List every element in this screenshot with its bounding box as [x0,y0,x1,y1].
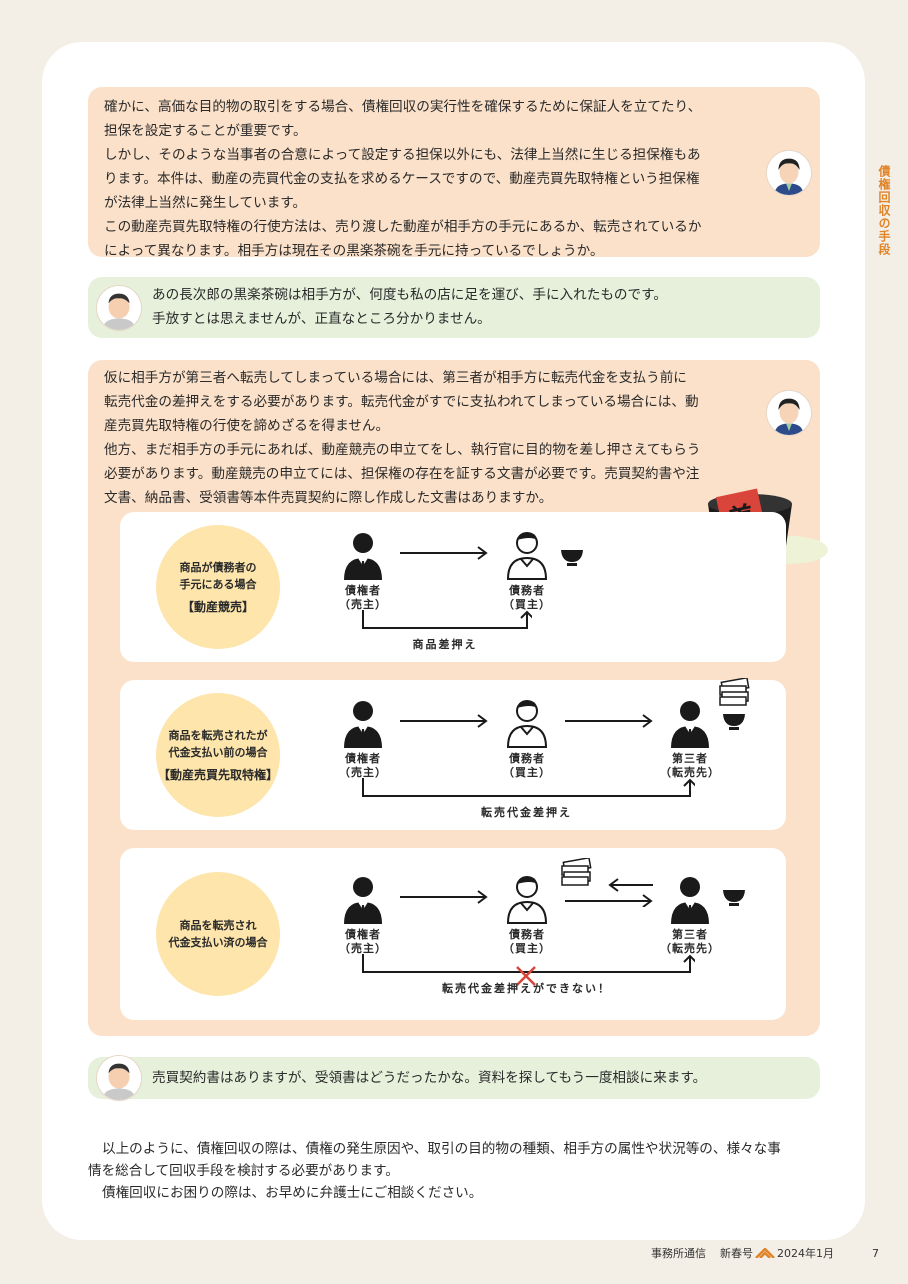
client-speech-bubble-1: あの長次郎の黒楽茶碗は相手方が、何度も私の店に足を運び、手に入れたものです。 手… [88,277,820,338]
bubble-line: 他方、まだ相手方の手元にあれば、動産競売の申立てをし、執行官に目的物を差し押さえ… [104,442,701,458]
creditor-person-icon [341,874,385,924]
bubble-line: 確かに、高価な目的物の取引をする場合、債権回収の実行性を確保するために保証人を立… [104,99,702,115]
label-line: （転売先） [660,942,720,955]
client-speech-bubble-2: 売買契約書はありますが、受領書はどうだったかな。資料を探してもう一度相談に来ます… [88,1057,820,1099]
case-line: 代金支払い済の場合 [168,936,268,949]
lawyer-avatar-icon [766,150,812,196]
tea-bowl-icon [722,888,746,906]
creditor-person-icon [341,530,385,580]
creditor-label: 債権者（売主） [328,752,398,780]
label-line: 第三者 [672,752,708,765]
third-party-person-icon [668,874,712,924]
seizure-label: 商品差押え [412,638,478,651]
footer-issue: 新春号 [720,1247,753,1260]
bubble-line: が法律上当然に発生しています。 [104,195,307,211]
label-line: （買主） [503,766,551,779]
conclusion-line: 債権回収にお困りの際は、お早めに弁護士にご相談ください。 [102,1185,483,1201]
arrow-right-icon [565,714,653,728]
footer: 事務所通信 新春号 2024年1月 7 [651,1245,879,1261]
label-line: （買主） [503,942,551,955]
label-line: （売主） [339,766,387,779]
third-party-label: 第三者（転売先） [655,752,725,780]
bubble-line: 担保を設定することが重要です。 [104,123,307,139]
footer-date: 2024年1月 [777,1247,834,1260]
creditor-label: 債権者（売主） [328,584,398,612]
conclusion-line: 情を総合して回収手段を検討する必要があります。 [88,1163,399,1179]
label-line: （売主） [339,942,387,955]
label-line: 第三者 [672,928,708,941]
seizure-bracket-arrow [362,778,695,797]
arrow-right-icon [400,890,488,904]
third-party-person-icon [668,698,712,748]
arrow-right-icon [400,546,488,560]
bubble-line: 文書、納品書、受領書等本件売買契約に際し作成した文書はありますか。 [104,490,553,506]
seizure-bracket-arrow [362,610,532,629]
conclusion-text: 以上のように、債権回収の際は、債権の発生原因や、取引の目的物の種類、相手方の属性… [88,1138,828,1204]
debtor-person-icon [505,530,549,580]
case-line: 商品を転売され [179,919,257,932]
page-number: 7 [872,1246,879,1260]
label-line: 債務者 [509,752,545,765]
third-party-label: 第三者（転売先） [655,928,725,956]
bubble-line: ります。本件は、動産の売買代金の支払を求めるケースですので、動産売買先取特権とい… [104,171,700,187]
bubble-line: この動産売買先取特権の行使方法は、売り渡した動産が相手方の手元にあるか、転売され… [104,219,702,235]
case-line: 商品を転売されたが [168,728,268,742]
bubble-line: 転売代金の差押えをする必要があります。転売代金がすでに支払われてしまっている場合… [104,394,699,410]
debtor-label: 債務者（買主） [492,928,562,956]
bubble-line: 手放すとは思えませんが、正直なところ分かりません。 [152,311,491,327]
label-line: 債権者 [345,584,381,597]
debtor-person-icon [505,698,549,748]
label-line: 債務者 [509,584,545,597]
tea-bowl-icon [560,548,584,566]
client-avatar-icon [96,1055,142,1101]
label-line: （買主） [503,598,551,611]
case-keyword: 【動産競売】 [181,599,254,614]
debtor-label: 債務者（買主） [492,752,562,780]
case-keyword: 【動産売買先取特権】 [157,767,278,782]
creditor-person-icon [341,698,385,748]
money-icon [558,858,594,886]
case-line: 商品が債務者の [179,560,257,574]
debtor-label: 債務者（買主） [492,584,562,612]
bubble-line: 売買契約書はありますが、受領書はどうだったかな。資料を探してもう一度相談に来ます… [152,1070,707,1086]
lawyer-speech-bubble-1: 確かに、高価な目的物の取引をする場合、債権回収の実行性を確保するために保証人を立… [88,87,820,259]
bubble-line: あの長次郎の黒楽茶碗は相手方が、何度も私の店に足を運び、手に入れたものです。 [152,287,667,303]
creditor-label: 債権者（売主） [328,928,398,956]
case-line: 代金支払い前の場合 [168,745,268,759]
bubble-line: によって異なります。相手方は現在その黒楽茶碗を手元に持っているでしょうか。 [104,243,604,259]
case-circle: 商品を転売され 代金支払い済の場合 [156,872,280,996]
label-line: 債務者 [509,928,545,941]
exchange-arrows-icon [565,878,653,907]
bubble-line: 仮に相手方が第三者へ転売してしまっている場合には、第三者が相手方に転売代金を支払… [104,370,687,386]
section-side-label: 債権回収の手段 [877,165,891,256]
pine-logo-icon [755,1248,775,1258]
seizure-bracket-arrow [362,954,695,973]
arrow-right-icon [400,714,488,728]
label-line: （転売先） [660,766,720,779]
tea-bowl-icon [722,712,746,730]
seizure-label: 転売代金差押えができない！ [442,982,611,995]
label-line: 債権者 [345,752,381,765]
client-avatar-icon [96,285,142,331]
bubble-line: 産売買先取特権の行使を諦めざるを得ません。 [104,418,390,434]
footer-publication: 事務所通信 [651,1247,706,1260]
cross-mark-icon [516,966,536,986]
debtor-person-icon [505,874,549,924]
seizure-label: 転売代金差押え [481,806,572,819]
case-line: 手元にある場合 [179,577,257,591]
case-circle: 商品を転売されたが 代金支払い前の場合 【動産売買先取特権】 [156,693,280,817]
bubble-line: 必要があります。動産競売の申立てには、担保権の存在を証する文書が必要です。売買契… [104,466,700,482]
label-line: 債権者 [345,928,381,941]
money-icon [716,678,752,706]
lawyer-avatar-icon [766,390,812,436]
case-circle: 商品が債務者の 手元にある場合 【動産競売】 [156,525,280,649]
label-line: （売主） [339,598,387,611]
bubble-line: しかし、そのような当事者の合意によって設定する担保以外にも、法律上当然に生じる担… [104,147,701,163]
conclusion-line: 以上のように、債権回収の際は、債権の発生原因や、取引の目的物の種類、相手方の属性… [102,1141,781,1157]
